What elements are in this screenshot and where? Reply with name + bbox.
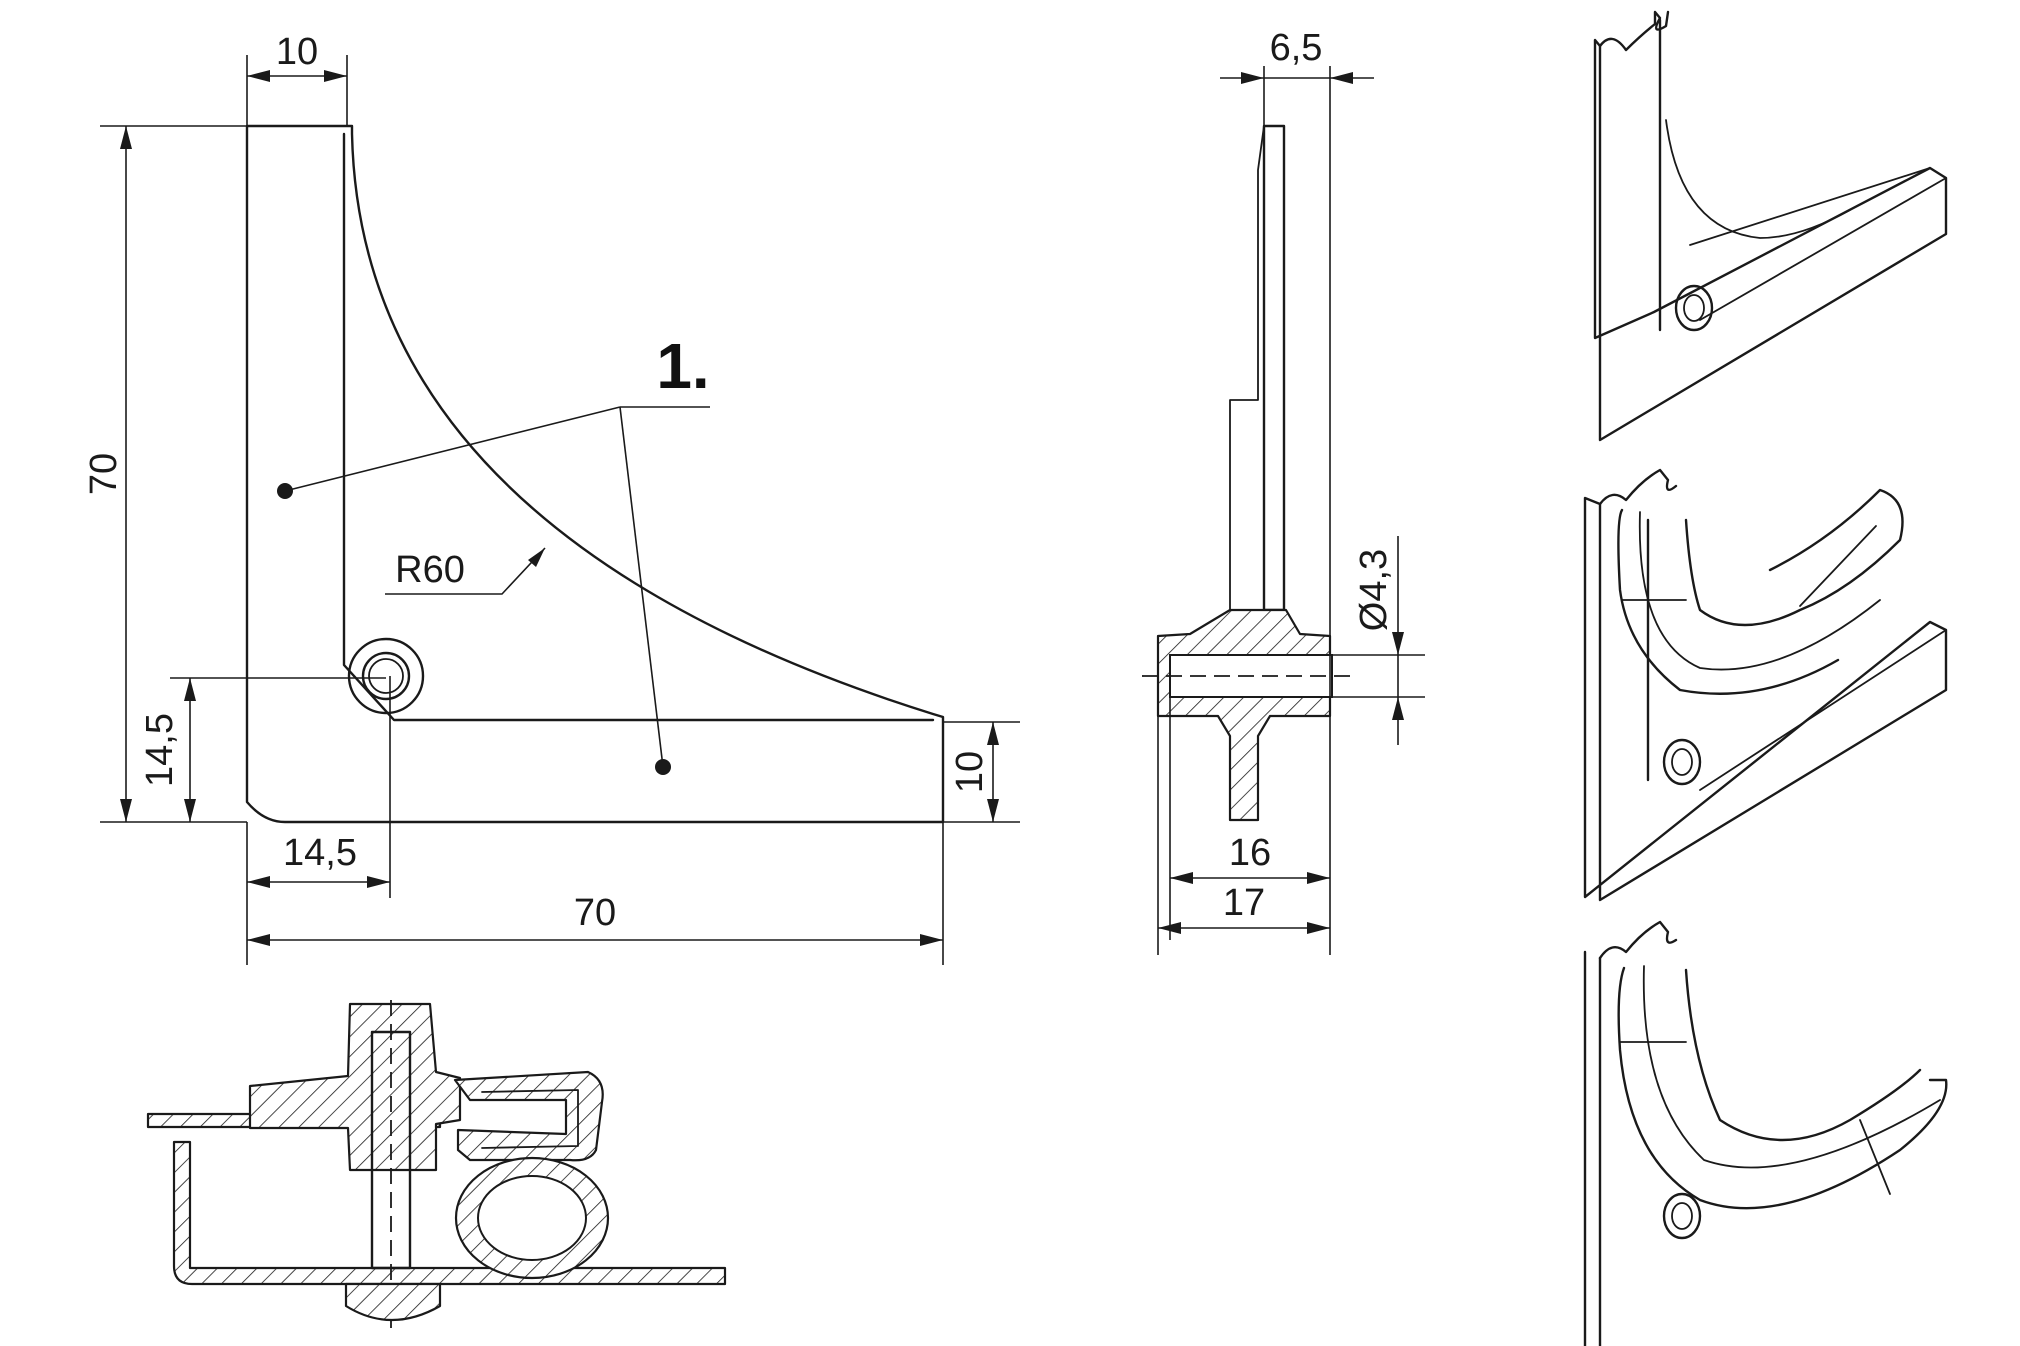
dim-leg-thickness-value: 10 xyxy=(949,751,991,793)
side-plate xyxy=(1262,124,1286,612)
bracket-inner-edge xyxy=(342,132,935,722)
part-label-leaders xyxy=(277,406,710,775)
section-bottom-panel xyxy=(172,1140,727,1286)
dim-side-width-inner-value: 16 xyxy=(1229,832,1271,874)
iso-bracket-seal-view xyxy=(1583,468,1948,902)
dim-hole-offset-value: 14,5 xyxy=(283,832,357,874)
dim-hole-diameter-value: Ø4,3 xyxy=(1353,549,1395,631)
dim-hole-offset xyxy=(246,676,391,965)
part-label: 1. xyxy=(656,330,709,402)
side-view: 6,5 Ø4,3 16 17 xyxy=(1142,27,1425,955)
radius-dimension: R60 xyxy=(395,549,465,591)
radius-leader xyxy=(385,547,546,595)
dim-total-width xyxy=(247,822,944,965)
dim-side-width-outer-value: 17 xyxy=(1223,882,1265,924)
dim-total-height-value: 70 xyxy=(83,453,125,495)
section-pin xyxy=(370,1030,412,1270)
dim-top-width xyxy=(246,55,348,126)
dim-side-thickness xyxy=(1220,66,1374,955)
dim-hole-height xyxy=(170,677,386,822)
side-hub-section xyxy=(1156,608,1332,822)
iso-seal-pin-icon xyxy=(1662,738,1702,786)
dim-total-height xyxy=(100,125,247,823)
iso-full-seal-pin-icon xyxy=(1662,1192,1702,1240)
dim-side-thickness-value: 6,5 xyxy=(1270,27,1323,69)
dim-side-width-inner xyxy=(1169,697,1330,940)
iso-bracket-full-seal-view xyxy=(1583,920,1948,1346)
bracket-outline xyxy=(245,124,945,824)
dim-side-width-outer xyxy=(1157,716,1330,955)
section-view xyxy=(146,1000,727,1330)
pin-boss-icon xyxy=(347,637,425,715)
dim-leg-thickness xyxy=(943,721,1020,823)
section-pin-head xyxy=(344,1282,442,1321)
front-view: R60 1. 10 70 xyxy=(83,31,1020,965)
dim-hole-height-value: 14,5 xyxy=(139,713,181,787)
section-seal-clip xyxy=(453,1070,604,1162)
dim-total-width-value: 70 xyxy=(574,892,616,934)
iso-bracket-view xyxy=(1593,10,1948,442)
dim-hole-diameter xyxy=(1332,536,1425,745)
section-bracket-hub xyxy=(248,1002,462,1172)
dim-top-width-value: 10 xyxy=(276,31,318,73)
iso-pin-boss-icon xyxy=(1674,284,1714,332)
